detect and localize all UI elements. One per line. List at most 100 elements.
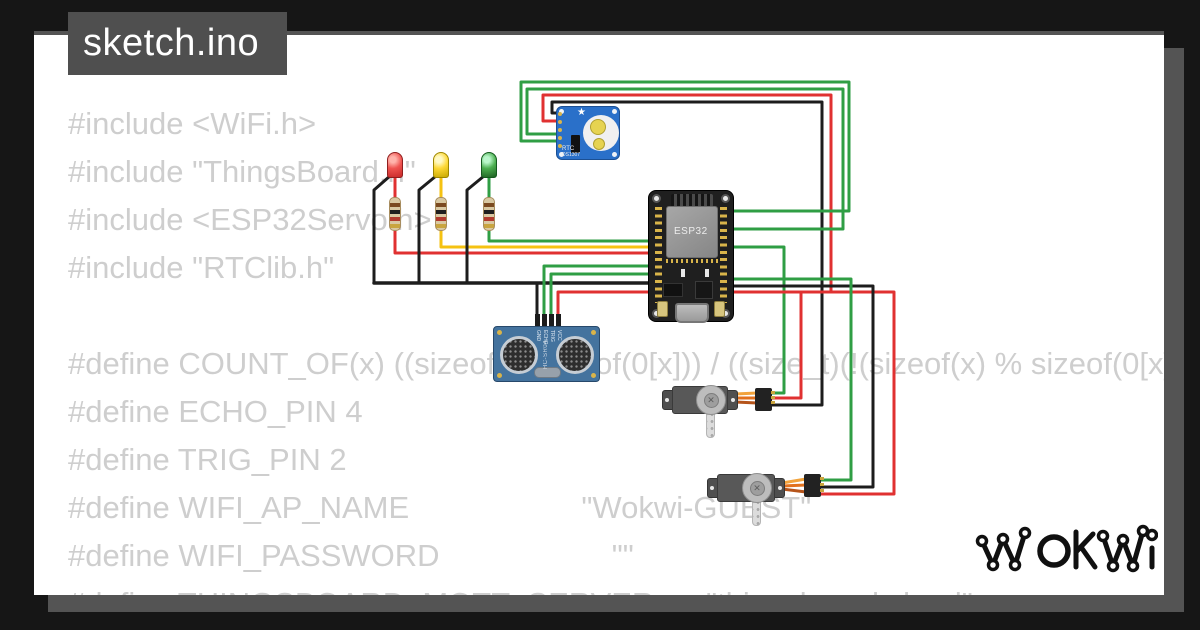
servo1-power-wire (770, 290, 803, 400)
capacitor (681, 269, 685, 277)
hcsr04-pin-label: VCC (556, 330, 562, 341)
servo-pin (771, 401, 775, 404)
screw-hole (497, 330, 502, 335)
servo-connector (755, 388, 772, 411)
servo-hub: ✕ (742, 473, 772, 503)
resistor (483, 197, 495, 231)
resistor (435, 197, 447, 231)
rtc-pad (558, 128, 562, 132)
servo-pin (820, 489, 824, 492)
hcsr04-pin-trig (549, 314, 554, 326)
hcsr04-pin-label: GND (535, 330, 541, 342)
mount-hole (559, 109, 564, 114)
led-yellow (433, 152, 449, 178)
servo-screw: ✕ (703, 392, 719, 408)
mount-hole (612, 152, 617, 157)
mount-hole (559, 152, 564, 157)
red-led-signal-wire (393, 230, 658, 255)
capacitor (705, 269, 709, 277)
esp32-en-button (657, 301, 668, 317)
code-line: #include "ThingsBoard.h" (68, 154, 416, 189)
resistor (389, 197, 401, 231)
power-bus-right-wire (722, 290, 896, 496)
hcsr04-pin-label: ECHO (542, 330, 548, 345)
yellow-led-signal-wire (439, 230, 658, 249)
rtc-vcc-wire (541, 93, 833, 294)
servo-1: ✕ (662, 384, 777, 442)
servo-2: ✕ (707, 470, 824, 528)
servo2-signal-wire (722, 277, 853, 482)
servo1-signal-wire (722, 245, 786, 395)
rtc-sda-wire (525, 87, 845, 231)
esp32-usb-port (675, 303, 709, 323)
mount-hole (721, 194, 730, 203)
file-tab-label: sketch.ino (83, 22, 260, 64)
hcsr04-vcc-wire (556, 290, 658, 318)
wokwi-logo: WOKWI (972, 516, 1159, 578)
mount-hole (612, 109, 617, 114)
file-tab: sketch.ino (68, 12, 287, 75)
hcsr04-pin-echo (542, 314, 547, 326)
usb-uart-chip (695, 281, 713, 299)
rtc-label: RTC (562, 146, 575, 152)
servo-pin (771, 391, 775, 394)
code-line: #define TRIG_PIN 2 (68, 442, 347, 477)
red-led-cathode-wire (372, 174, 392, 285)
yellow-led-cathode-wire (417, 174, 438, 285)
esp32-label: ESP32 (674, 226, 708, 237)
hcsr04-pin-label: TRIG (549, 330, 555, 342)
rtc-pad (558, 144, 562, 148)
rtc-pad (558, 136, 562, 140)
rtc-coin-cell (590, 119, 606, 135)
servo2-lead-bot-wire (780, 487, 808, 494)
hcsr04-echo-wire (542, 264, 658, 318)
star-icon: ★ (577, 107, 586, 118)
code-line: #define WIFI_PASSWORD "" (68, 538, 634, 573)
servo-screw: ✕ (749, 480, 765, 496)
esp32-pin-header-left (655, 207, 662, 303)
hcsr04-board: HC-SR04 GND ECHO TRIG VCC (493, 326, 600, 382)
voltage-regulator (663, 283, 683, 297)
rtc-module: ★ RTC DS1307 (556, 106, 620, 160)
hcsr04-pin-gnd (535, 314, 540, 326)
servo-hub: ✕ (696, 385, 726, 415)
screw-hole (591, 373, 596, 378)
rtc-coin-cell (593, 138, 605, 150)
code-line: #define THINGSBOARD_MQTT_SERVER "thingsb… (68, 580, 1164, 595)
rtc-pad (558, 112, 562, 116)
esp32-pin-header-right (720, 207, 727, 303)
code-line: #include "RTClib.h" (68, 250, 335, 285)
led-red (387, 152, 403, 178)
mount-hole (652, 194, 661, 203)
rtc-pad (558, 120, 562, 124)
hcsr04-trig-wire (549, 272, 658, 318)
servo2-lead-top-wire (780, 477, 808, 485)
hcsr04-sensor: HC-SR04 GND ECHO TRIG VCC (493, 314, 600, 382)
servo1-lead-bot-wire (733, 400, 759, 405)
servo-pin (820, 483, 824, 486)
esp32-board: ESP32 (648, 190, 734, 323)
screw-hole (591, 330, 596, 335)
rtc-scl-wire (519, 80, 851, 213)
rtc-gnd-wire (550, 100, 824, 407)
esp32-boot-button (714, 301, 725, 317)
servo-pin (771, 396, 775, 399)
green-led-cathode-wire (465, 174, 486, 285)
gnd-bus-right-wire (722, 284, 875, 489)
servo2-lead-mid-wire (780, 483, 808, 488)
code-line: #include <WiFi.h> (68, 106, 317, 141)
hcsr04-transducer-left (500, 336, 538, 374)
hcsr04-transducer-right (556, 336, 594, 374)
green-led-signal-wire (487, 230, 658, 243)
servo-mount-hole (731, 398, 735, 402)
hcsr04-pin-vcc (556, 314, 561, 326)
servo-mount-hole (778, 486, 782, 490)
hcsr04-oscillator (534, 367, 561, 378)
code-line: #define ECHO_PIN 4 (68, 394, 363, 429)
esp32-chip: ESP32 (666, 206, 718, 258)
servo-connector (804, 474, 821, 497)
led-green (481, 152, 497, 178)
